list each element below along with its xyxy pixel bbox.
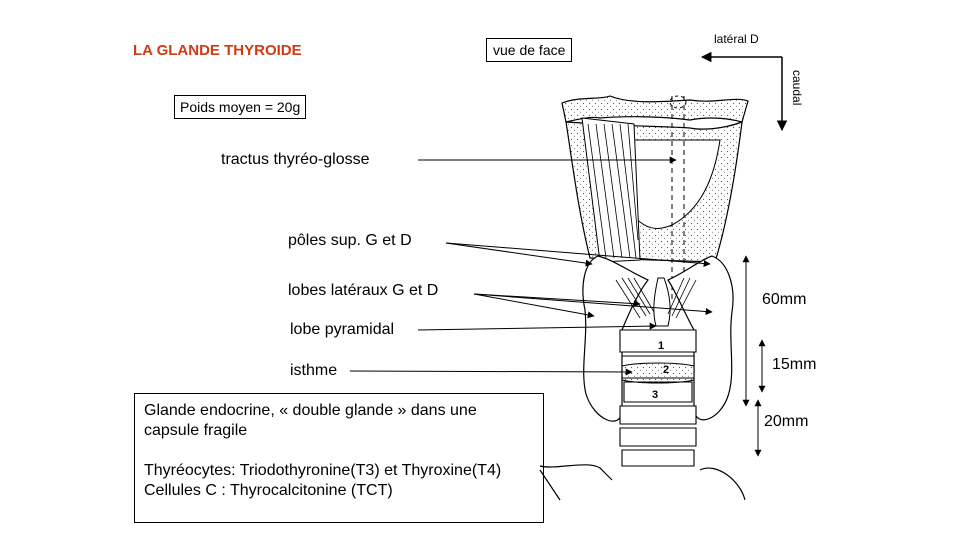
info-line-3: Cellules C : Thyrocalcitonine (TCT) <box>144 482 393 499</box>
isthmus <box>621 362 695 384</box>
info-box: Glande endocrine, « double glande » dans… <box>134 393 544 523</box>
view-label: vue de face <box>486 38 573 62</box>
label-isthme: isthme <box>290 362 338 379</box>
thyroglossal-tract <box>671 96 685 300</box>
left-lobe <box>582 255 649 422</box>
measure-lower: 20mm <box>764 413 809 430</box>
ring-number-2: 2 <box>663 364 669 376</box>
leader-lobe-left <box>473 293 595 319</box>
label-pyramidal: lobe pyramidal <box>290 321 395 338</box>
leader-lobe-right <box>473 293 713 316</box>
measure-isthmus: 15mm <box>772 356 817 373</box>
leader-pole-right <box>445 242 711 267</box>
ring-number-1: 1 <box>658 340 664 352</box>
weight-label: Poids moyen = 20g <box>174 95 307 119</box>
ring-number-3: 3 <box>652 389 658 401</box>
label-lobes: lobes latéraux G et D <box>288 282 439 299</box>
label-poles: pôles sup. G et D <box>288 232 412 249</box>
leader-pyramidal <box>417 322 657 331</box>
lateral-label: latéral D <box>714 32 759 46</box>
info-line-1: Glande endocrine, « double glande » dans… <box>144 402 477 439</box>
hyoid-bone <box>561 95 749 123</box>
measure-height: 60mm <box>762 291 807 308</box>
leader-isthme <box>349 368 633 376</box>
caudal-label: caudal <box>790 70 804 106</box>
label-tractus: tractus thyréo-glosse <box>221 151 370 168</box>
pyramidal-lobe <box>653 277 671 327</box>
leader-pole-left <box>445 242 593 267</box>
info-line-2: Thyréocytes: Triodothyronine(T3) et Thyr… <box>144 462 502 479</box>
neck-outline <box>539 464 746 501</box>
page-title: LA GLANDE THYROIDE <box>133 42 302 59</box>
tract-top <box>669 95 687 109</box>
right-lobe <box>667 255 734 421</box>
